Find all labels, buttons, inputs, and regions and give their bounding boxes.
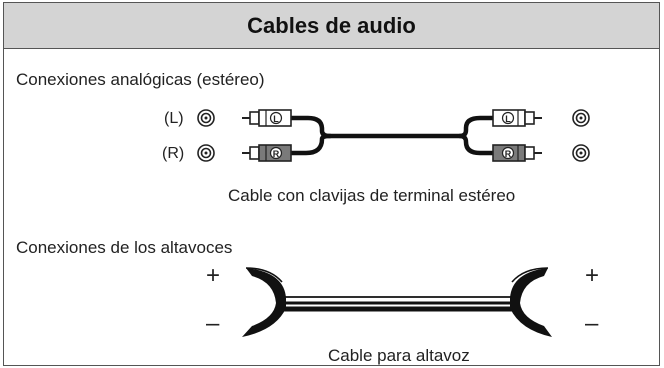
plug-right-r-icon: R — [492, 144, 542, 162]
jack-left-l-icon — [197, 109, 215, 127]
analog-cable-caption: Cable con clavijas de terminal estéreo — [228, 186, 516, 205]
plug-right-l-icon: L — [492, 109, 542, 127]
left-minus-sign: – — [206, 310, 220, 337]
plug-left-l-icon: L — [242, 109, 292, 127]
plug-left-r-letter: R — [273, 149, 280, 159]
plug-right-r-letter: R — [505, 149, 512, 159]
speaker-heading: Conexiones de los altavoces — [16, 238, 233, 257]
plug-left-r-icon: R — [242, 144, 292, 162]
jack-right-l-icon — [572, 109, 590, 127]
plug-left-l-letter: L — [273, 114, 279, 124]
jack-left-r-icon — [197, 144, 215, 162]
speaker-cable-icon — [242, 267, 552, 337]
audio-cables-panel: Cables de audio — [3, 2, 660, 366]
left-plus-sign: + — [206, 262, 221, 289]
panel-title: Cables de audio — [247, 12, 416, 38]
rca-cable-wires — [288, 115, 496, 156]
panel-header: Cables de audio — [4, 3, 659, 49]
right-minus-sign: – — [585, 310, 599, 337]
analog-heading: Conexiones analógicas (estéreo) — [16, 70, 265, 89]
left-channel-label: (L) — [164, 110, 184, 127]
jack-right-r-icon — [572, 144, 590, 162]
plug-right-l-letter: L — [505, 114, 511, 124]
right-channel-label: (R) — [162, 145, 185, 162]
right-plus-sign: + — [585, 262, 600, 289]
speaker-cable-caption: Cable para altavoz — [328, 346, 470, 365]
